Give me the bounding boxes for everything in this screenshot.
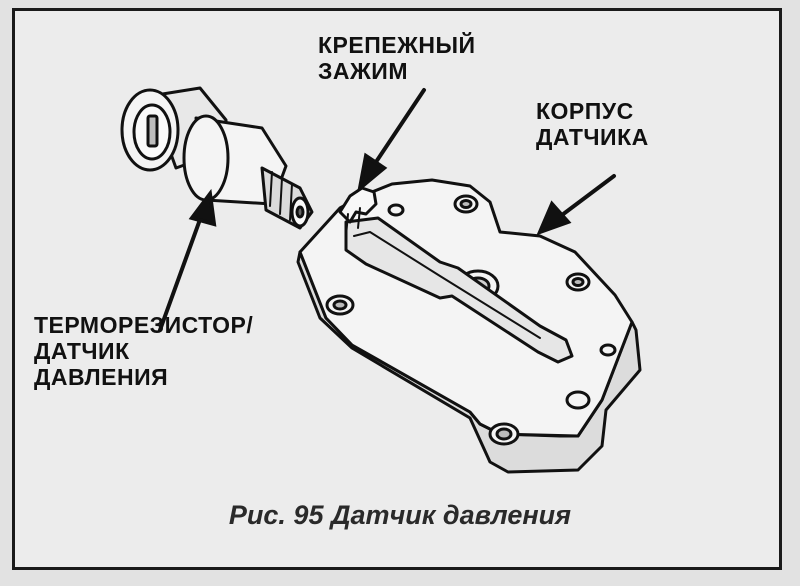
housing-callout: КОРПУС ДАТЧИКА: [536, 98, 649, 150]
clip: [338, 186, 378, 224]
arrow-to-sensor: [158, 212, 204, 332]
arrow-to-housing: [556, 174, 616, 220]
mounting-holes: [325, 194, 617, 446]
arrow-to-clip: [370, 88, 426, 170]
clip-callout: КРЕПЕЖНЫЙ ЗАЖИМ: [318, 32, 476, 84]
thermistor-callout: ТЕРМОРЕЗИСТОР/ ДАТЧИК ДАВЛЕНИЯ: [34, 312, 254, 390]
thermistor: [120, 86, 314, 230]
figure-caption: Рис. 95 Датчик давления: [228, 500, 572, 530]
channel-groove: [344, 216, 574, 364]
